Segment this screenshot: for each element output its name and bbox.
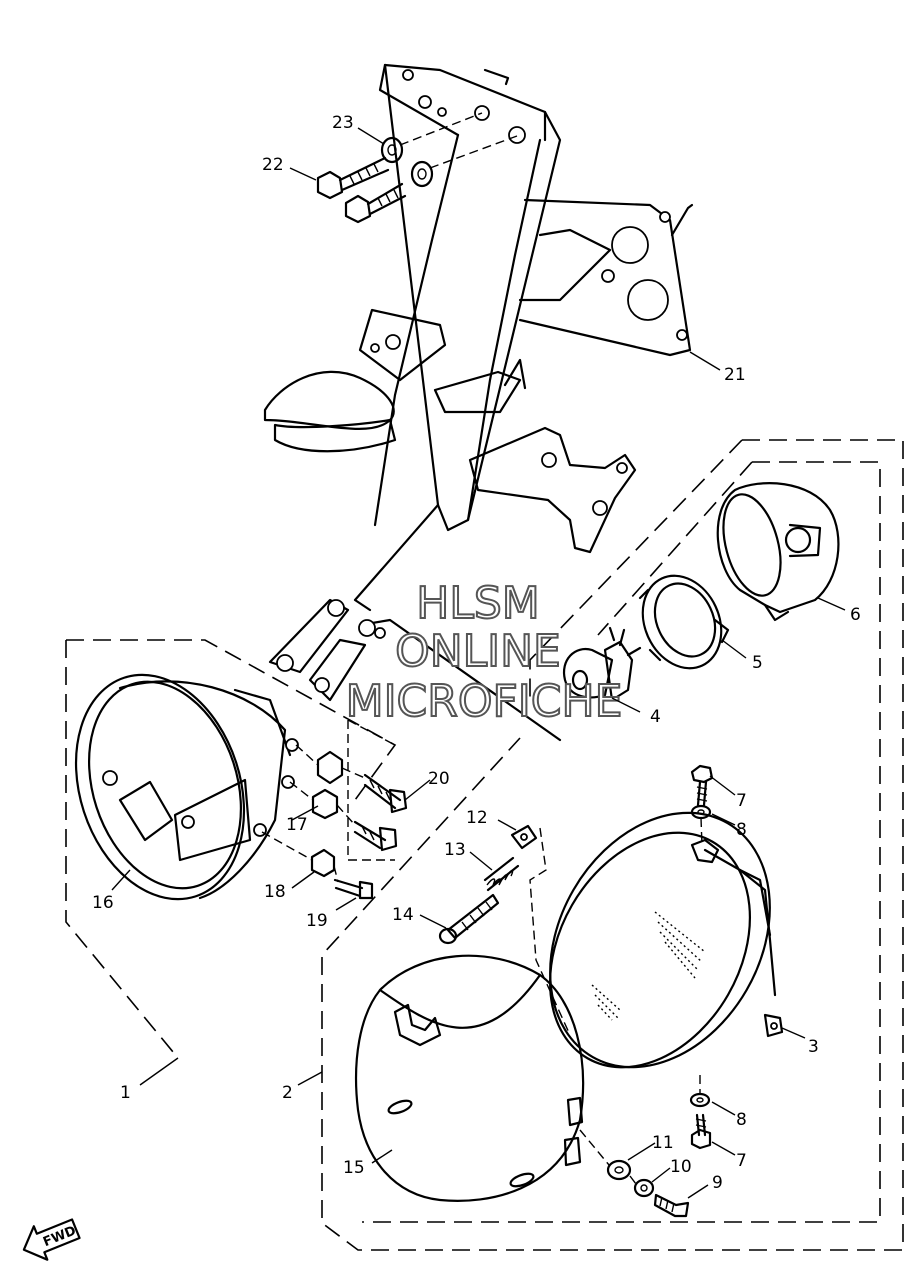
callout-16: 16 <box>92 893 114 913</box>
callout-3: 3 <box>808 1037 819 1057</box>
callout-13: 13 <box>444 840 466 860</box>
watermark-line-2: ONLINE <box>395 626 561 677</box>
washer-23-group <box>380 112 518 188</box>
callout-6: 6 <box>850 605 861 625</box>
fwd-arrow-icon: FWD <box>22 1218 81 1261</box>
fasteners-7-8-bottom <box>689 1075 712 1150</box>
watermark-line-3: MICROFICHE <box>346 676 623 727</box>
fasteners-9-11 <box>579 1129 690 1218</box>
callout-9: 9 <box>712 1173 723 1193</box>
callout-labels: 1 2 3 4 5 6 7 8 8 7 9 10 11 12 13 14 15 … <box>92 113 861 1193</box>
callout-4: 4 <box>650 707 661 727</box>
callout-5: 5 <box>752 653 763 673</box>
callout-14: 14 <box>392 905 414 925</box>
assembly-boundary-lines <box>65 439 904 1251</box>
callout-2: 2 <box>282 1083 293 1103</box>
bulb-4 <box>562 626 642 702</box>
callout-1: 1 <box>120 1083 131 1103</box>
adjuster-12-14 <box>438 824 571 1036</box>
callout-15: 15 <box>343 1158 365 1178</box>
watermark-line-1: HLSM <box>416 578 540 629</box>
callout-11: 11 <box>652 1133 674 1153</box>
callout-21: 21 <box>724 365 746 385</box>
callout-leaders <box>111 127 846 1199</box>
callout-12: 12 <box>466 808 488 828</box>
callout-17: 17 <box>286 815 308 835</box>
lens-pattern <box>591 911 706 1021</box>
headlight-cover-6 <box>716 482 840 622</box>
callout-20: 20 <box>428 769 450 789</box>
callout-7-bottom: 7 <box>736 1151 747 1171</box>
callout-18: 18 <box>264 882 286 902</box>
callout-23: 23 <box>332 113 354 133</box>
callout-10: 10 <box>670 1157 692 1177</box>
bolt-22-group <box>316 156 407 224</box>
fasteners-17-20 <box>261 744 408 900</box>
callout-8-top: 8 <box>736 820 747 840</box>
callout-8-bottom: 8 <box>736 1110 747 1130</box>
headlight-rim-15 <box>354 954 585 1202</box>
callout-19: 19 <box>306 911 328 931</box>
callout-22: 22 <box>262 155 284 175</box>
headlight-unit-3 <box>548 811 784 1069</box>
callout-7-top: 7 <box>736 791 747 811</box>
headlight-housing-16 <box>74 673 299 901</box>
headlight-stay-bracket <box>263 63 694 742</box>
bulb-socket-5 <box>638 574 730 670</box>
watermark: HLSM ONLINE MICROFICHE <box>345 577 624 728</box>
